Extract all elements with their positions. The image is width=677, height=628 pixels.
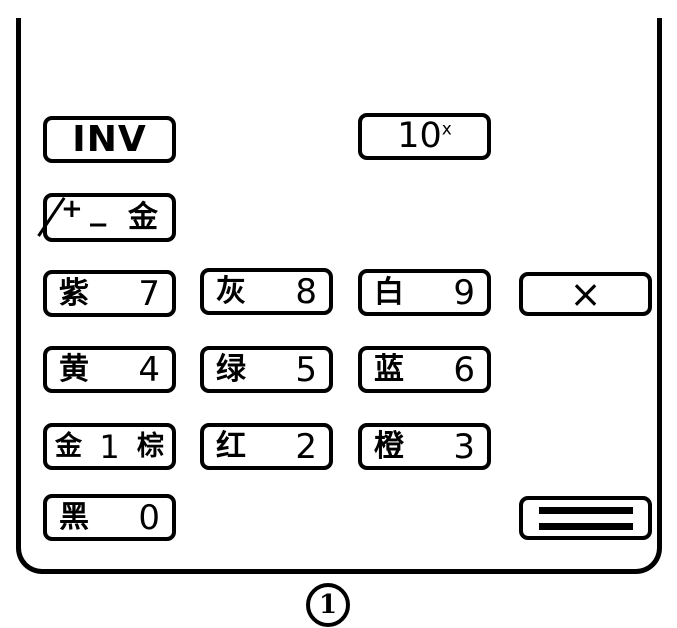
key-digit: 1 <box>99 427 120 466</box>
key-digit: 3 <box>453 426 475 467</box>
key-digit: 0 <box>138 497 160 538</box>
key-black-0[interactable]: 黑 0 <box>43 494 176 541</box>
key-color-word: 绿 <box>216 351 246 387</box>
key-red-2[interactable]: 红 2 <box>200 423 333 470</box>
power-exponent: x <box>441 119 452 140</box>
key-purple-7[interactable]: 紫 7 <box>43 270 176 317</box>
sign-change-gold-key[interactable]: + − 金 <box>37 193 176 242</box>
key-digit: 6 <box>453 349 475 390</box>
key-blue-6[interactable]: 蓝 6 <box>358 346 491 393</box>
minus-sign: − <box>87 209 109 240</box>
key-color-word: 黑 <box>59 499 89 535</box>
power-base: 10 <box>397 116 442 156</box>
key-color-word-2: 棕 <box>136 431 164 462</box>
key-digit: 5 <box>295 349 317 390</box>
key-color-word: 红 <box>216 428 246 464</box>
key-gray-8[interactable]: 灰 8 <box>200 268 333 315</box>
figure-number-text: 1 <box>318 590 338 620</box>
key-digit: 8 <box>295 271 317 312</box>
key-digit: 2 <box>295 426 317 467</box>
key-color-word: 白 <box>374 274 404 310</box>
key-color-word: 金 <box>55 431 82 462</box>
frame-top-stub-left <box>16 18 21 28</box>
ten-to-the-x-key[interactable]: 10x <box>358 113 491 160</box>
frame-top-stub-right <box>657 18 662 28</box>
key-orange-3[interactable]: 橙 3 <box>358 423 491 470</box>
key-gold-1-brown[interactable]: 金 1 棕 <box>43 423 176 470</box>
key-color-word: 橙 <box>374 428 404 464</box>
key-color-word: 蓝 <box>374 351 404 387</box>
equals-icon <box>538 506 633 530</box>
ten-to-the-x-key-label: 10x <box>397 119 452 154</box>
key-green-5[interactable]: 绿 5 <box>200 346 333 393</box>
figure-number: 1 <box>306 583 350 627</box>
equals-key[interactable] <box>519 496 652 540</box>
equals-bar-top <box>538 506 633 514</box>
key-color-word: 灰 <box>216 273 246 309</box>
key-white-9[interactable]: 白 9 <box>358 269 491 316</box>
inverse-key-label: INV <box>72 118 147 160</box>
key-yellow-4[interactable]: 黄 4 <box>43 346 176 393</box>
key-digit: 4 <box>138 349 160 390</box>
multiply-key[interactable]: × <box>519 272 652 316</box>
plus-minus-icon: + − <box>37 193 109 240</box>
inverse-key[interactable]: INV <box>43 116 176 163</box>
key-digit: 9 <box>453 272 475 313</box>
plus-sign: + <box>61 193 83 224</box>
key-color-word: 紫 <box>59 275 89 311</box>
equals-bar-bottom <box>538 522 633 530</box>
key-digit: 7 <box>138 273 160 314</box>
multiply-key-label: × <box>569 272 602 316</box>
key-color-word: 黄 <box>59 351 89 387</box>
sign-key-color-word: 金 <box>128 199 158 235</box>
